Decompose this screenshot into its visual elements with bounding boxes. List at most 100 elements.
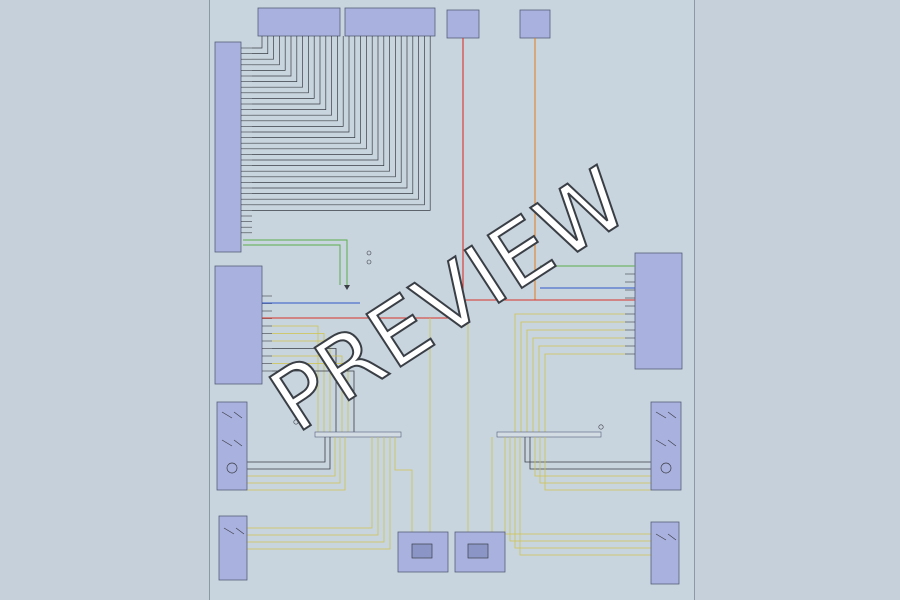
switch-contact [223,527,235,535]
wire-bundle-right [467,318,651,556]
splice-marker-right [598,424,604,430]
left-module-wire [272,348,337,432]
legend-marker-2 [366,259,372,265]
legend-marker-1 [366,250,372,256]
motor-icon-right [467,543,489,559]
left-module-wire [272,340,331,432]
right-bundle-wire [509,437,651,542]
stair-wire [252,36,286,71]
right-module-wire [532,337,625,432]
left-module-wire [272,370,355,432]
stair-wire [252,36,414,194]
motor-block-right [454,531,506,573]
right-bundle-wire [504,437,651,535]
switch-contact [667,533,677,541]
control-module [214,41,242,253]
right-bundle-wire [514,437,651,549]
switch-contact [655,533,667,541]
switch-block-right-lower [650,521,680,585]
left-module-wire [272,333,325,432]
stair-wire [252,36,379,161]
left-bundle-wire [247,437,341,484]
right-bundle-wire [544,437,651,491]
switch-contact [667,439,677,447]
right-bundle-wire [519,437,651,556]
left-bundle-wire [247,437,346,491]
stair-wire [252,36,402,183]
switch-contact [667,411,677,419]
switch-contact [221,411,233,419]
switch-symbols [221,411,677,541]
left-module-wire [272,363,349,432]
right-bundle-wire [524,437,651,463]
right-bundle-wire [534,437,651,477]
harness-connector-left [314,431,402,438]
stair-wire [252,36,408,189]
arrow-marker-1 [344,285,350,290]
left-module-pins [262,295,355,432]
green-bus-wire-2 [243,244,341,285]
right-module-wire [544,353,625,432]
left-bundle-wire [247,437,373,529]
left-module-wire [272,355,343,432]
fuse-block-2 [519,9,551,39]
stair-wire [252,36,269,54]
fuse-block-1 [446,9,480,39]
left-module-wire [272,325,319,432]
motor-symbol [660,462,672,474]
stair-wire [252,36,367,150]
motor-symbol [226,462,238,474]
stair-wire [252,36,419,200]
stair-wire [252,36,263,49]
stair-wire [252,36,373,155]
stair-wire [252,36,350,133]
switch-contact [655,439,667,447]
switch-contact [655,411,667,419]
stair-wire-bundle [252,36,431,211]
stair-wire [252,36,396,178]
motor-icon-left [411,543,433,559]
switch-contact [233,411,243,419]
left-bundle-wire [247,437,385,543]
stair-wire [252,36,321,105]
splice-marker-left [293,419,299,425]
switch-contact [221,439,233,447]
left-bundle-wire [247,437,391,550]
stair-wire [252,36,315,99]
stair-wire [252,36,390,172]
seat-module-left [214,265,263,385]
switch-contact [233,439,243,447]
stair-wire [252,36,344,127]
right-module-wire [526,329,625,432]
left-bundle-wire [247,437,331,470]
left-motor-wire [394,437,413,532]
right-module-wire [520,321,625,432]
power-wire-red-branch [262,299,635,319]
harness-connector-right [496,431,602,438]
stair-wire [252,36,425,206]
right-module-wire [514,313,625,432]
stair-wire [252,36,356,138]
stair-wire [252,36,280,66]
stair-wire [252,36,303,88]
stair-wire [252,36,298,82]
stair-wire [252,36,332,116]
control-module-pins [241,47,252,234]
left-bundle-wire [247,437,326,463]
green-bus-wire [243,239,348,285]
stair-wire [252,36,327,110]
switch-contact [235,527,245,535]
seat-module-right [634,252,683,370]
right-module-pins [514,265,635,432]
top-connector-right [344,7,436,37]
switch-block-left-lower [218,515,248,581]
stair-wire [252,36,385,166]
top-connector-left [257,7,341,37]
right-bundle-wire [529,437,651,470]
stair-wire [252,36,292,77]
right-module-wire [538,345,625,432]
right-bundle-wire [539,437,651,484]
left-bundle-wire [247,437,336,477]
